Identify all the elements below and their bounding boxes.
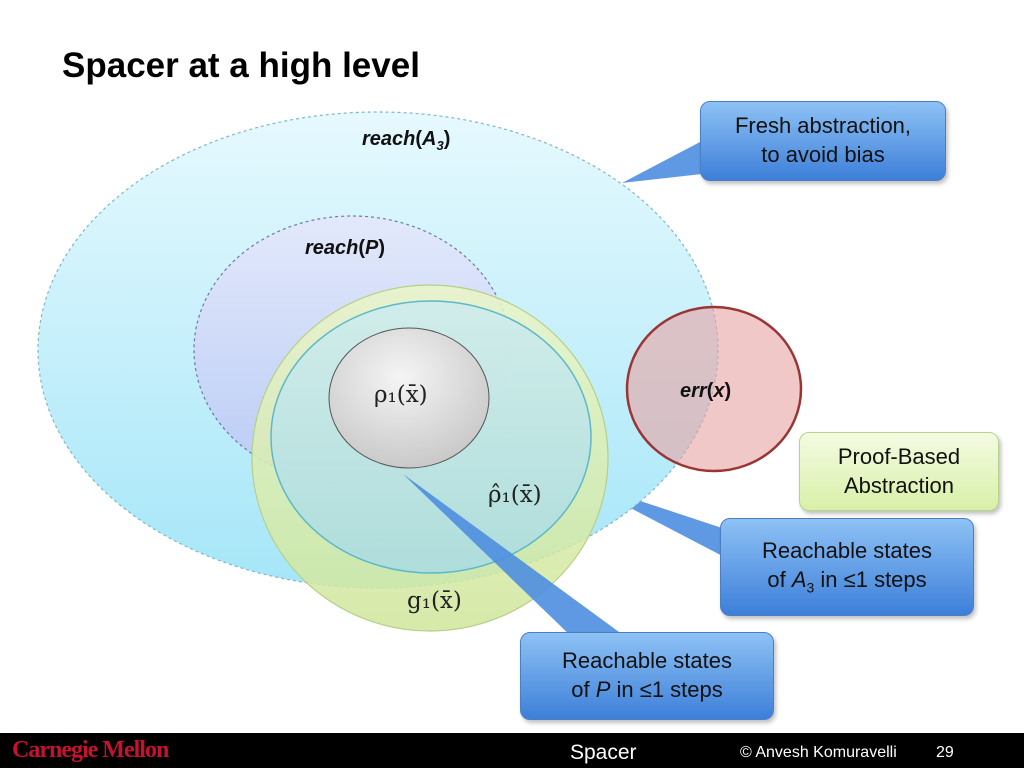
footer-copyright: © Anvesh Komuravelli — [740, 744, 897, 761]
page-number: 29 — [936, 744, 954, 761]
fresh-callout-line2: to avoid bias — [761, 142, 885, 167]
reachable-p-callout: Reachable states of P in ≤1 steps — [520, 632, 774, 720]
venn-diagram — [37, 111, 803, 640]
p-callout-pointer — [403, 474, 630, 640]
g1-label: g₁(x̄) — [407, 588, 462, 614]
err-label: err(x) — [680, 380, 732, 402]
err-ellipse — [625, 305, 803, 473]
footer-title: Spacer — [570, 741, 637, 764]
reachable-a3-callout: Reachable states of A3 in ≤1 steps — [720, 518, 974, 616]
p-callout-line2: of P in ≤1 steps — [571, 677, 723, 702]
rho1-label: ρ₁(x̄) — [374, 382, 428, 408]
footer-bar: Carnegie Mellon Spacer © Anvesh Komurave… — [0, 733, 1024, 768]
reach-p-label: reach(P) — [305, 237, 386, 259]
rho1-hat-label: ρ̂₁(x̄) — [488, 482, 542, 508]
proof-callout-line2: Abstraction — [843, 472, 955, 498]
a3-callout-line2: of A3 in ≤1 steps — [767, 567, 927, 596]
reach-a3-label: reach(A3) — [362, 128, 451, 153]
rho1-ellipse — [328, 327, 490, 469]
a3-callout-line1: Reachable states — [762, 538, 932, 564]
proof-callout-line1: Proof-Based — [837, 443, 961, 469]
slide-title: Spacer at a high level — [62, 46, 420, 85]
fresh-abstraction-callout: Fresh abstraction, to avoid bias — [700, 101, 946, 181]
p-callout-line1: Reachable states — [562, 648, 732, 674]
carnegie-mellon-logo: Carnegie Mellon — [12, 737, 169, 763]
proof-based-abstraction-callout: Proof-Based Abstraction — [799, 432, 999, 511]
fresh-callout-line1: Fresh abstraction, — [734, 113, 912, 139]
fresh-callout-pointer — [622, 142, 720, 183]
